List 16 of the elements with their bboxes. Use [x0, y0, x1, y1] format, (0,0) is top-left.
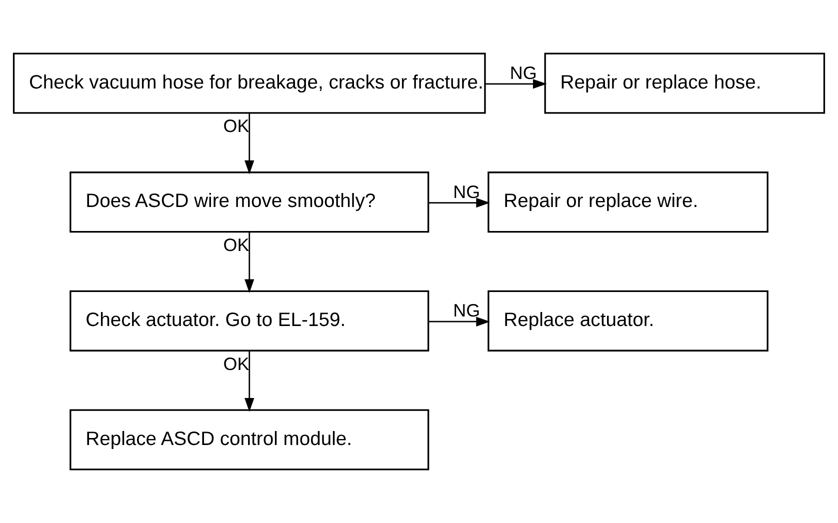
edge-label: NG — [510, 62, 537, 83]
arrow — [486, 79, 547, 89]
node-box: Does ASCD wire move smoothly? — [70, 172, 430, 233]
arrow — [428, 198, 490, 208]
arrow — [244, 350, 254, 412]
node-box: Replace ASCD control module. — [70, 409, 430, 470]
node-box: Check actuator. Go to EL-159. — [70, 290, 430, 352]
node-box: Repair or replace hose. — [544, 52, 826, 114]
edge-label: NG — [453, 300, 480, 321]
node-box: Check vacuum hose for breakage, cracks or fracture. — [12, 52, 486, 114]
arrow — [244, 113, 254, 174]
edge-label: NG — [453, 182, 480, 202]
arrow — [244, 232, 254, 294]
arrow — [428, 316, 490, 326]
node-box: Repair or replace wire. — [488, 172, 768, 233]
node-box: Replace actuator. — [488, 290, 768, 352]
